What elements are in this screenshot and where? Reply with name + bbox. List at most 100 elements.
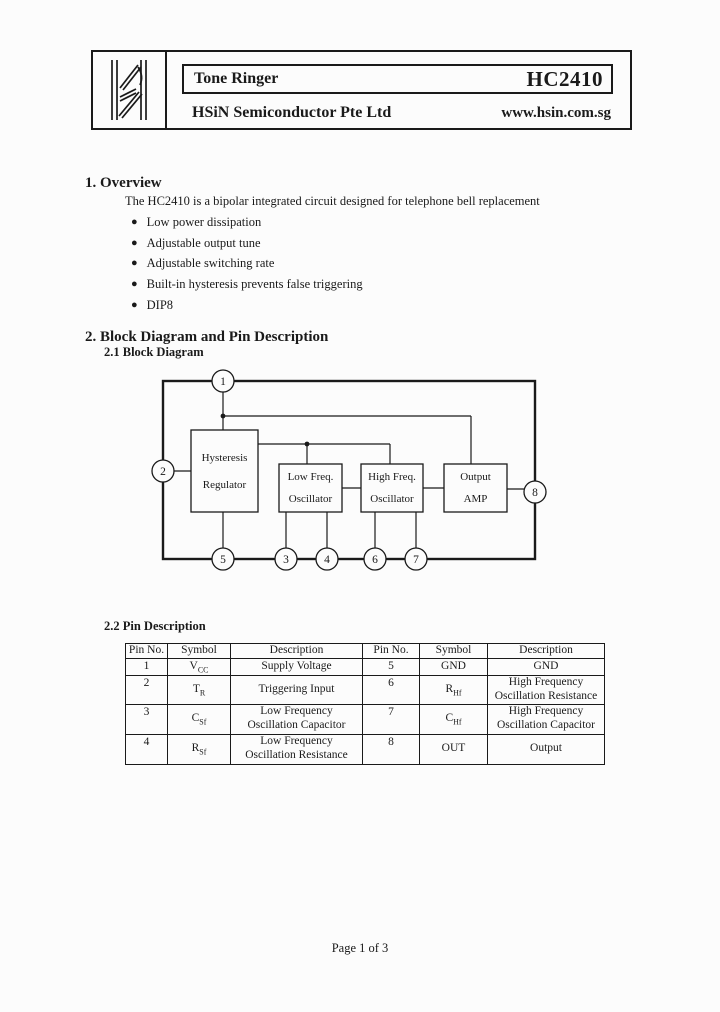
page-number: Page 1 of 3 xyxy=(331,941,389,955)
overview-intro: The HC2410 is a bipolar integrated circu… xyxy=(125,194,540,208)
pin-description-table: Pin No. Symbol Description Pin No. Symbo… xyxy=(125,643,605,765)
pin-number: 2 xyxy=(160,466,166,478)
pin-description-cell: GND xyxy=(487,658,605,676)
header-right: Tone Ringer HC2410 HSiN Semiconductor Pt… xyxy=(167,52,630,128)
block-label: High Freq. xyxy=(368,471,416,483)
pin-circle-3 xyxy=(274,547,298,571)
feature-text: Adjustable switching rate xyxy=(146,256,275,271)
pin-symbol-cell: TR xyxy=(167,675,231,705)
block-label: Oscillator xyxy=(370,493,414,505)
pin-number: 6 xyxy=(372,554,378,566)
pin-circle-7 xyxy=(404,547,428,571)
list-item: ● Adjustable output tune xyxy=(131,233,363,254)
pin-number: 3 xyxy=(283,554,289,566)
pin-circle-6 xyxy=(363,547,387,571)
pin-description-cell: Triggering Input xyxy=(230,675,363,705)
feature-text: Low power dissipation xyxy=(146,214,262,229)
block-label: Output xyxy=(460,471,491,483)
pin-description-cell: Output xyxy=(487,733,605,765)
pin-number: 7 xyxy=(413,554,419,566)
col-header: Pin No. xyxy=(362,643,420,659)
pin-number-cell: 2 xyxy=(125,675,168,705)
part-number: HC2410 xyxy=(526,66,603,91)
block-label: AMP xyxy=(464,493,488,505)
section2-heading: 2. Block Diagram and Pin Description xyxy=(85,329,329,345)
bullet-icon: ● xyxy=(131,278,138,291)
list-item: ● Low power dissipation xyxy=(131,212,363,233)
pin-symbol-cell: RSf xyxy=(167,733,231,765)
title-box: Tone Ringer HC2410 xyxy=(182,64,613,94)
company-logo xyxy=(93,52,167,128)
pin-symbol-cell: GND xyxy=(419,658,488,676)
bullet-icon: ● xyxy=(131,215,138,228)
high-freq-oscillator-block xyxy=(360,463,424,513)
block-label: Regulator xyxy=(203,479,247,491)
list-item: ● DIP8 xyxy=(131,295,363,316)
col-header: Description xyxy=(230,643,363,659)
company-name: HSiN Semiconductor Pte Ltd xyxy=(192,104,392,121)
pin-symbol-cell: OUT xyxy=(419,733,488,765)
pin-table-header-row: Pin No. Symbol Description Pin No. Symbo… xyxy=(125,643,605,659)
pin-number: 5 xyxy=(220,554,226,566)
pin-symbol-cell: VCC xyxy=(167,658,231,676)
pin-number: 8 xyxy=(532,487,538,499)
bullet-icon: ● xyxy=(131,299,138,312)
junction-dot xyxy=(220,413,226,419)
pin-number: 1 xyxy=(220,376,226,388)
pin-description-cell: Supply Voltage xyxy=(230,658,363,676)
low-freq-oscillator-block xyxy=(278,463,343,513)
hsin-logo-icon xyxy=(111,60,147,120)
overview-heading: 1. Overview xyxy=(85,175,162,191)
company-website: www.hsin.com.sg xyxy=(501,105,611,121)
pin-circle-5 xyxy=(211,547,235,571)
block-label: Low Freq. xyxy=(288,471,334,483)
pin-circle-2 xyxy=(151,459,175,483)
bullet-icon: ● xyxy=(131,257,138,270)
junction-dot xyxy=(304,441,310,447)
col-header: Symbol xyxy=(167,643,231,659)
pin-circle-8 xyxy=(523,480,547,504)
list-item: ● Adjustable switching rate xyxy=(131,254,363,275)
section22-heading: 2.2 Pin Description xyxy=(104,619,206,633)
feature-text: Built-in hysteresis prevents false trigg… xyxy=(146,277,363,292)
output-amp-block xyxy=(443,463,508,513)
pin-number-cell: 4 xyxy=(125,733,168,765)
pin-symbol-cell: CSf xyxy=(167,703,231,735)
pin-number-cell: 3 xyxy=(125,703,168,735)
feature-text: DIP8 xyxy=(146,298,174,313)
pin-symbol-cell: RHf xyxy=(419,675,488,705)
list-item: ● Built-in hysteresis prevents false tri… xyxy=(131,274,363,295)
pin-number: 4 xyxy=(324,554,330,566)
pin-circle-4 xyxy=(315,547,339,571)
pin-number-cell: 8 xyxy=(362,733,420,765)
col-header: Symbol xyxy=(419,643,488,659)
pin-number-cell: 5 xyxy=(362,658,420,676)
feature-text: Adjustable output tune xyxy=(146,235,261,250)
header-bottom: HSiN Semiconductor Pte Ltd www.hsin.com.… xyxy=(192,104,611,122)
section21-heading: 2.1 Block Diagram xyxy=(104,345,204,359)
block-label: Hysteresis xyxy=(202,452,248,464)
hysteresis-regulator-block xyxy=(190,429,259,513)
pin-number-cell: 7 xyxy=(362,703,420,735)
col-header: Pin No. xyxy=(125,643,168,659)
block-diagram: Hysteresis Regulator Low Freq. Oscillato… xyxy=(151,369,547,571)
feature-list: ● Low power dissipation ● Adjustable out… xyxy=(131,212,363,316)
block-label: Oscillator xyxy=(289,493,333,505)
pin-circle-1 xyxy=(211,369,235,393)
pin-symbol-cell: CHf xyxy=(419,703,488,735)
col-header: Description xyxy=(487,643,605,659)
bullet-icon: ● xyxy=(131,236,138,249)
pin-number-cell: 6 xyxy=(362,675,420,705)
pin-number-cell: 1 xyxy=(125,658,168,676)
product-title: Tone Ringer xyxy=(194,70,279,87)
